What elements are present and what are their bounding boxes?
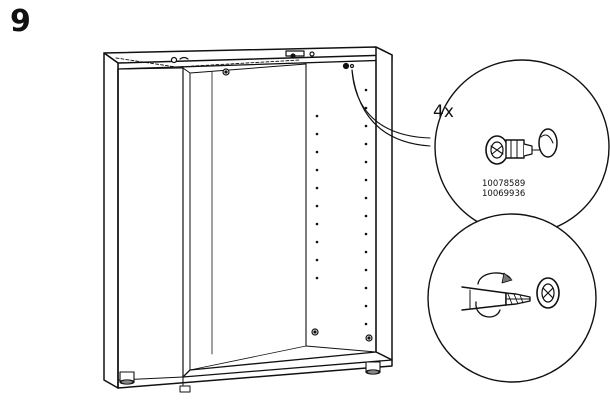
cabinet-foot-front-mid <box>179 385 191 393</box>
cabinet-foot-left <box>119 371 135 385</box>
part-number-2: 10069936 <box>482 189 525 199</box>
cam-lock-head-icon <box>536 277 560 309</box>
detail-circle-top <box>434 59 610 235</box>
cabinet-top-panel <box>103 46 393 64</box>
left-side-panel <box>103 52 119 389</box>
top-hardware <box>179 50 315 60</box>
cabinet-frame <box>103 46 431 393</box>
target-hole-icon <box>538 128 558 158</box>
right-side-panel <box>375 46 393 361</box>
screwdriver-icon <box>461 286 531 311</box>
shelf-pin-holes-right <box>315 88 368 326</box>
quantity-label: 4x <box>433 102 454 122</box>
bottom-shelf <box>182 351 393 378</box>
step-number: 9 <box>10 4 31 39</box>
detail-circle-bottom <box>427 213 597 383</box>
rotate-arrow-icon <box>475 272 513 318</box>
cam-lock-fitting-icon <box>485 135 544 165</box>
cam-lock-on-cabinet <box>170 56 373 342</box>
part-number-1: 10078589 <box>482 179 525 189</box>
cabinet-foot-right <box>365 361 381 375</box>
